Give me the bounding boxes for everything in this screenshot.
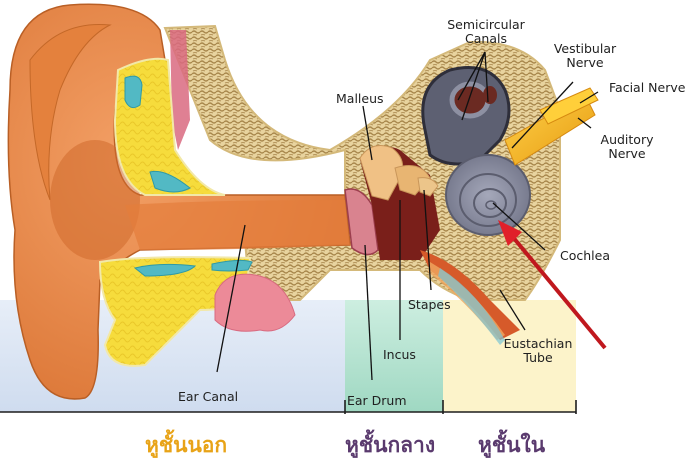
label-auditory-nerve: Auditory Nerve bbox=[592, 133, 662, 161]
label-line: Nerve bbox=[608, 146, 646, 161]
facial-nerve bbox=[539, 87, 599, 125]
fluid-lower bbox=[133, 263, 197, 277]
region-label-outer-ear: หูชั้นนอก bbox=[145, 433, 228, 457]
region-label-middle-ear: หูชั้นกลาง bbox=[345, 433, 436, 457]
label-line: Auditory bbox=[600, 132, 654, 147]
label-vestibular-nerve: Vestibular Nerve bbox=[548, 42, 622, 70]
canal-loop-2 bbox=[483, 86, 497, 104]
label-cochlea: Cochlea bbox=[560, 248, 610, 263]
label-semicircular-canals: Semicircular Canals bbox=[444, 18, 528, 46]
fluid-upper bbox=[124, 75, 143, 109]
label-ear-drum: Ear Drum bbox=[347, 393, 407, 408]
red-arrow-head bbox=[498, 220, 522, 246]
blood-vessel bbox=[170, 30, 190, 150]
label-malleus: Malleus bbox=[336, 91, 384, 106]
label-line: Vestibular bbox=[553, 41, 617, 56]
eardrum bbox=[344, 188, 379, 256]
region-baseline bbox=[0, 400, 577, 414]
label-ear-canal: Ear Canal bbox=[178, 389, 239, 404]
ear-canal bbox=[125, 200, 350, 250]
helix-fold bbox=[29, 23, 112, 201]
label-line: Semicircular bbox=[447, 17, 525, 32]
label-stapes: Stapes bbox=[408, 297, 451, 312]
label-line: Eustachian bbox=[503, 336, 573, 351]
red-arrow-shaft bbox=[510, 234, 607, 350]
region-label-inner-ear: หูชั้นใน bbox=[478, 433, 546, 457]
pinna bbox=[7, 3, 351, 400]
inner-ear-panel bbox=[443, 300, 576, 412]
cartilage-upper bbox=[113, 57, 226, 196]
fluid-lower-2 bbox=[211, 259, 253, 272]
label-incus: Incus bbox=[383, 347, 416, 362]
label-line: Tube bbox=[523, 350, 553, 365]
label-facial-nerve: Facial Nerve bbox=[609, 80, 686, 95]
cochlea-shape bbox=[445, 154, 531, 236]
glandular-tissue bbox=[214, 273, 296, 332]
concha bbox=[50, 140, 140, 260]
cartilage-lower bbox=[98, 256, 252, 367]
label-line: Nerve bbox=[566, 55, 604, 70]
leader-lines bbox=[216, 51, 599, 381]
label-line: Canals bbox=[465, 31, 507, 46]
fluid-upper-2 bbox=[149, 170, 191, 193]
middle-ear-panel bbox=[345, 300, 443, 412]
canal-loop bbox=[449, 81, 491, 119]
eustachian-tube-outer bbox=[438, 268, 505, 345]
stapes-bone bbox=[417, 177, 439, 197]
label-eustachian-tube: Eustachian Tube bbox=[496, 337, 580, 365]
